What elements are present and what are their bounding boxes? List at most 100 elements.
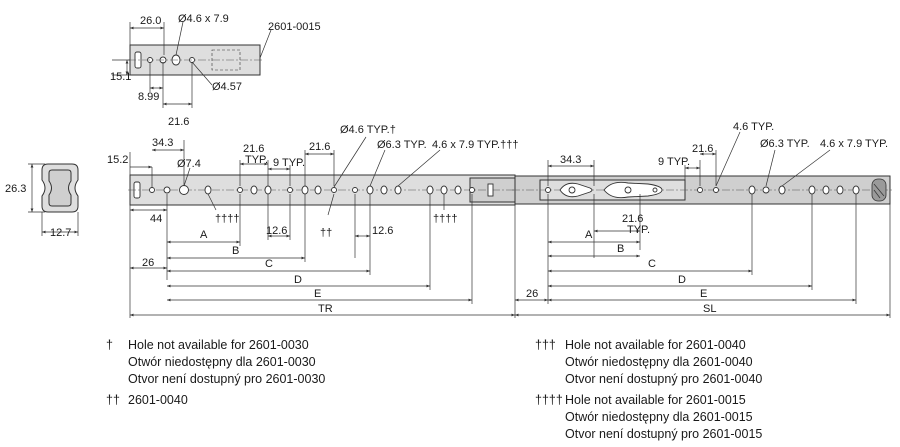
hole xyxy=(314,185,322,195)
dim-SL: SL xyxy=(703,303,716,315)
label-typ: TYP. xyxy=(245,154,268,166)
dim-slot-typ-r: 4.6 x 7.9 TYP. xyxy=(820,138,888,150)
dim-21-6-typ-r: 21.6 xyxy=(622,213,643,225)
note-text-pl: Otwór niedostępny dla 2601-0030 xyxy=(128,355,316,369)
hole xyxy=(469,187,475,193)
hole xyxy=(808,185,816,195)
dim-C-right: C xyxy=(648,258,656,270)
hole xyxy=(149,187,155,193)
note-triple-dagger: ††† Hole not available for 2601-0040 Otw… xyxy=(535,337,762,388)
hole xyxy=(748,185,756,195)
dim-12-6-a: 12.6 xyxy=(266,225,287,237)
hole-slot xyxy=(394,185,402,195)
note-text-en: Hole not available for 2601-0015 xyxy=(565,393,746,407)
hole xyxy=(697,187,703,193)
hole-7-4 xyxy=(179,185,189,195)
dim-12-6-b: 12.6 xyxy=(372,225,393,237)
hole xyxy=(204,185,212,195)
disconnect-lever xyxy=(603,181,663,199)
dim-12-7: 12.7 xyxy=(50,227,71,239)
note-dagger: † Hole not available for 2601-0030 Otwór… xyxy=(106,337,325,388)
note-text-en: Hole not available for 2601-0040 xyxy=(565,338,746,352)
dim-9-typ-r: 9 TYP. xyxy=(658,156,690,168)
dim-21-6-b: 21.6 xyxy=(309,141,330,153)
hole xyxy=(440,185,448,195)
note-symbol: ††† xyxy=(535,338,556,352)
latch-lever xyxy=(559,182,593,198)
note-text-pl: Otwór niedostępny dla 2601-0015 xyxy=(565,410,753,424)
dim-34-3: 34.3 xyxy=(152,137,173,149)
hole xyxy=(568,186,576,194)
note-text-cz: Otvor není dostupný pro 2601-0015 xyxy=(565,427,763,441)
main-rail-right: 34.3 9 TYP. 21.6 4.6 TYP. Ø6.3 TYP. 4.6 … xyxy=(512,121,892,318)
hole xyxy=(250,185,258,195)
hole xyxy=(545,187,551,193)
dim-26-left: 26 xyxy=(142,257,154,269)
dim-34-3-r: 34.3 xyxy=(560,154,581,166)
note-text-en: 2601-0040 xyxy=(128,393,188,407)
cross-section: 26.3 12.7 xyxy=(5,163,79,239)
hole-slot-r xyxy=(778,185,786,195)
dim-8-99: 8.99 xyxy=(138,91,159,103)
dim-D-left: D xyxy=(294,274,302,286)
note-symbol: † xyxy=(106,338,113,352)
detail-view-2601-0015: 26.0 Ø4.6 x 7.9 2601-0015 15.1 8.99 Ø4.5… xyxy=(110,13,321,128)
dim-E-right: E xyxy=(700,288,707,300)
hole xyxy=(301,185,309,195)
note-symbol: †††† xyxy=(535,393,563,407)
note-text-pl: Otwór niedostępny dla 2601-0040 xyxy=(565,355,753,369)
dim-hole-4-6-typ: Ø4.6 TYP.† xyxy=(340,124,396,136)
note-double-dagger: †† 2601-0040 xyxy=(106,392,325,409)
dim-D-right: D xyxy=(678,274,686,286)
note-quad-dagger: †††† Hole not available for 2601-0015 Ot… xyxy=(535,392,762,443)
hole xyxy=(836,185,844,195)
dim-21-6-typ: 21.6 xyxy=(243,143,264,155)
dim-4-6-typ-r: 4.6 TYP. xyxy=(733,121,774,133)
hole xyxy=(454,185,462,195)
notes-right: ††† Hole not available for 2601-0040 Otw… xyxy=(535,337,762,447)
note-symbol: †† xyxy=(106,393,120,407)
hole xyxy=(426,185,434,195)
tab-slot xyxy=(487,183,494,197)
dim-C-left: C xyxy=(265,258,273,270)
label-dagger4-b: †††† xyxy=(433,213,457,225)
dim-15-1: 15.1 xyxy=(110,71,131,83)
hole xyxy=(237,187,243,193)
dim-hole-7-4: Ø7.4 xyxy=(177,158,201,170)
dim-15-2: 15.2 xyxy=(107,154,128,166)
dim-26-right: 26 xyxy=(526,288,538,300)
hole-4-6-r xyxy=(713,187,719,193)
dim-slot-typ: 4.6 x 7.9 TYP.††† xyxy=(432,139,518,151)
dim-TR: TR xyxy=(318,303,333,315)
hole xyxy=(652,187,658,193)
hole xyxy=(852,185,860,195)
dim-44: 44 xyxy=(150,213,162,225)
hole xyxy=(380,185,388,195)
label-dagger4: †††† xyxy=(215,213,239,225)
main-rail-left: 15.2 34.3 Ø7.4 21.6 TYP. 9 TYP. 21.6 Ø4.… xyxy=(107,124,520,318)
dim-hole-6-3-typ-r: Ø6.3 TYP. xyxy=(760,138,810,150)
dim-hole-slot: Ø4.6 x 7.9 xyxy=(178,13,229,25)
section-inner-profile xyxy=(48,169,72,207)
hole-4-6 xyxy=(331,187,337,193)
note-text-cz: Otvor není dostupný pro 2601-0040 xyxy=(565,372,763,386)
dim-A-left: A xyxy=(200,229,208,241)
hole-6-3-r xyxy=(762,186,770,194)
dim-hole-4-57: Ø4.57 xyxy=(212,81,242,93)
dim-21-6-top: 21.6 xyxy=(168,116,189,128)
label-dagger2: †† xyxy=(320,227,332,239)
dim-E-left: E xyxy=(314,288,321,300)
notes-left: † Hole not available for 2601-0030 Otwór… xyxy=(106,337,325,413)
dim-hole-6-3-typ: Ø6.3 TYP. xyxy=(377,139,427,151)
hole xyxy=(264,185,272,195)
dim-26-3: 26.3 xyxy=(5,183,26,195)
hole xyxy=(624,186,632,194)
dim-21-6-r: 21.6 xyxy=(692,143,713,155)
hole xyxy=(822,185,830,195)
hole xyxy=(163,186,171,194)
label-part-2601-0015: 2601-0015 xyxy=(268,21,321,33)
dim-26-0: 26.0 xyxy=(140,15,161,27)
note-text-en: Hole not available for 2601-0030 xyxy=(128,338,309,352)
dim-9-typ: 9 TYP. xyxy=(273,157,305,169)
